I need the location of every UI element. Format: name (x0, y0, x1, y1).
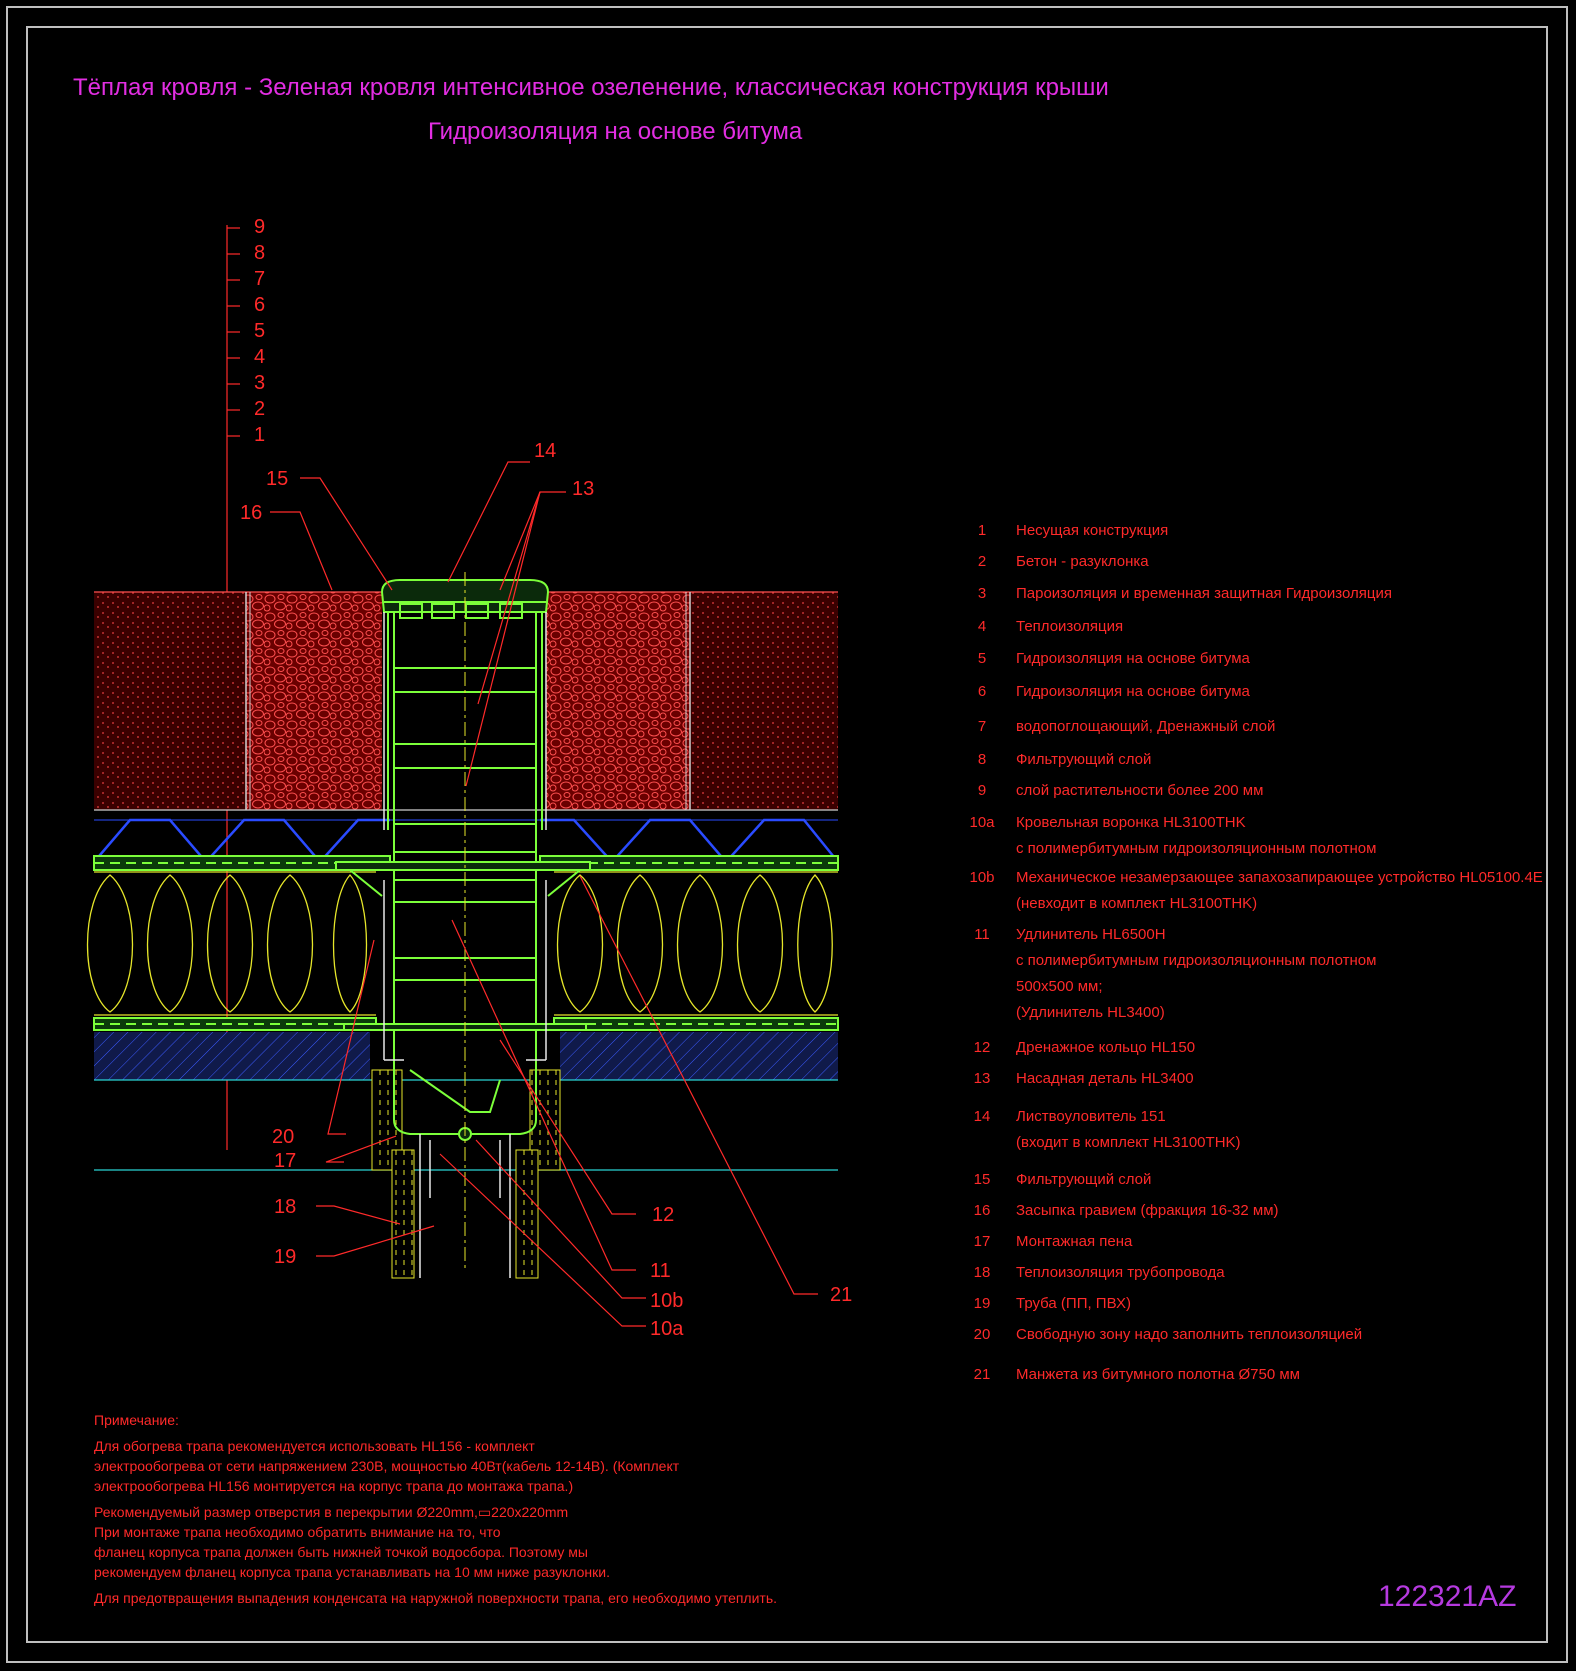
note-1-line-2: электрообогрева от сети напряжением 230В… (94, 1458, 680, 1474)
pipe-insulation-right (515, 1149, 539, 1279)
note-2-line-4: рекомендуем фланец корпуса трапа устанав… (94, 1564, 610, 1580)
layer-label-9: 9 (254, 216, 266, 238)
screed-left (94, 1032, 370, 1080)
note-1-line-1: Для обогрева трапа рекомендуется использ… (94, 1438, 535, 1454)
gravel-fill-left (246, 592, 382, 810)
legend-item-text: 500x500 мм; (1016, 978, 1103, 995)
legend-item-number: 1 (977, 522, 987, 539)
legend-item-text: Теплоизоляция трубопровода (1016, 1264, 1225, 1281)
callout-10a: 10a (650, 1318, 684, 1340)
leader-lines (270, 461, 818, 1327)
notes: Примечание: Для обогрева трапа рекоменду… (94, 1410, 777, 1608)
callout-17: 17 (274, 1150, 297, 1172)
legend-item-number: 6 (977, 683, 987, 700)
legend-item-text: Манжета из битумного полотна Ø750 мм (1016, 1366, 1300, 1383)
legend-item-text: Пароизоляция и временная защитная Гидрои… (1016, 585, 1392, 602)
legend-item-text: слой растительности более 200 мм (1016, 782, 1264, 799)
legend-item-number: 15 (973, 1171, 991, 1188)
gravel-fill-right (546, 592, 690, 810)
callout-20: 20 (272, 1126, 295, 1148)
legend-item-text: Труба (ПП, ПВХ) (1016, 1295, 1131, 1312)
legend-item-text: Фильтрующий слой (1016, 1171, 1152, 1188)
legend-item-text: водопоглощающий, Дренажный слой (1016, 718, 1276, 735)
legend-item-number: 7 (977, 718, 987, 735)
legend-item-number: 2 (977, 553, 987, 570)
layer-label-6: 6 (254, 294, 266, 316)
callout-19: 19 (274, 1246, 297, 1268)
drawing-subtitle: Гидроизоляция на основе битума (428, 118, 803, 145)
vegetation-layer-left (94, 592, 246, 810)
callout-16: 16 (240, 502, 263, 524)
pipe-insulation-left (391, 1149, 415, 1279)
legend-item-number: 10a (969, 814, 995, 831)
legend-item-text: Гидроизоляция на основе битума (1016, 683, 1250, 700)
note-2-line-1: Рекомендуемый размер отверстия в перекры… (94, 1504, 569, 1520)
legend-item-number: 3 (977, 585, 987, 602)
outer-frame (6, 6, 1568, 1663)
legend-item-text: Удлинитель HL6500H (1016, 926, 1166, 943)
callout-12: 12 (652, 1204, 675, 1226)
layer-label-4: 4 (254, 346, 266, 368)
legend-item-text: Бетон - разуклонка (1016, 553, 1149, 570)
sheet-code: 122321AZ (1378, 1580, 1517, 1613)
legend-item-text: Свободную зону надо заполнить теплоизоля… (1016, 1326, 1363, 1343)
legend-item-number: 4 (977, 618, 987, 635)
legend-item-number: 12 (973, 1039, 991, 1056)
note-2-line-2: При монтаже трапа необходимо обратить вн… (94, 1524, 501, 1540)
thermal-insulation (86, 871, 838, 1016)
legend-item-text: (Удлинитель HL3400) (1016, 1004, 1165, 1021)
callout-18: 18 (274, 1196, 297, 1218)
screed-right (560, 1032, 838, 1080)
legend-item-number: 13 (973, 1070, 991, 1087)
legend-item-text: Засыпка гравием (фракция 16-32 мм) (1016, 1202, 1279, 1219)
inner-frame (26, 26, 1548, 1643)
legend-item-text: с полимербитумным гидроизоляционным поло… (1016, 840, 1377, 857)
legend-item-number: 21 (973, 1366, 991, 1383)
note-2-line-3: фланец корпуса трапа должен быть нижней … (94, 1544, 588, 1560)
layer-label-1: 1 (254, 424, 266, 446)
legend-item-number: 20 (973, 1326, 991, 1343)
layer-label-2: 2 (254, 398, 266, 420)
callout-13: 13 (572, 478, 595, 500)
legend-item-text: (невходит в комплект HL3100THK) (1016, 895, 1258, 912)
legend-item-text: Монтажная пена (1016, 1233, 1133, 1250)
callout-14: 14 (534, 440, 557, 462)
legend-item-text: с полимербитумным гидроизоляционным поло… (1016, 952, 1377, 969)
legend-item-text: (входит в комплект HL3100THK) (1016, 1134, 1241, 1151)
notes-heading: Примечание: (94, 1412, 179, 1428)
layer-label-3: 3 (254, 372, 266, 394)
legend-item-number: 18 (973, 1264, 991, 1281)
legend-item-text: Теплоизоляция (1016, 618, 1124, 635)
legend-item-text: Насадная деталь HL3400 (1016, 1070, 1194, 1087)
legend-item-text: Механическое незамерзающее запахозапираю… (1016, 869, 1543, 886)
legend-item-text: Кровельная воронка HL3100THK (1016, 814, 1246, 831)
legend-item-number: 11 (974, 926, 990, 943)
legend-item-number: 14 (973, 1108, 991, 1125)
legend-item-number: 19 (973, 1295, 991, 1312)
legend-item-number: 17 (973, 1233, 991, 1250)
callout-15: 15 (266, 468, 289, 490)
legend-item-text: Дренажное кольцо HL150 (1016, 1039, 1196, 1056)
legend-item-number: 16 (973, 1202, 991, 1219)
callout-21: 21 (830, 1284, 853, 1306)
legend-item-number: 9 (977, 782, 987, 799)
note-1-line-3: электрообогрева HL156 монтируется на кор… (94, 1478, 574, 1494)
vegetation-layer-right (690, 592, 838, 810)
layer-label-8: 8 (254, 242, 266, 264)
legend-item-number: 5 (977, 650, 987, 667)
callout-11: 11 (650, 1260, 671, 1282)
callout-10b: 10b (650, 1290, 684, 1312)
legend-item-text: Фильтрующий слой (1016, 751, 1152, 768)
layer-label-7: 7 (254, 268, 266, 290)
legend-item-text: Листвоуловитель 151 (1016, 1108, 1166, 1125)
layer-label-5: 5 (254, 320, 266, 342)
note-3-line-1: Для предотвращения выпадения конденсата … (94, 1590, 778, 1606)
legend-item-number: 10b (969, 869, 995, 886)
legend-item-text: Несущая конструкция (1016, 522, 1169, 539)
drawing-title: Тёплая кровля - Зеленая кровля интенсивн… (73, 74, 1109, 101)
legend-item-number: 8 (977, 751, 987, 768)
legend-item-text: Гидроизоляция на основе битума (1016, 650, 1250, 667)
